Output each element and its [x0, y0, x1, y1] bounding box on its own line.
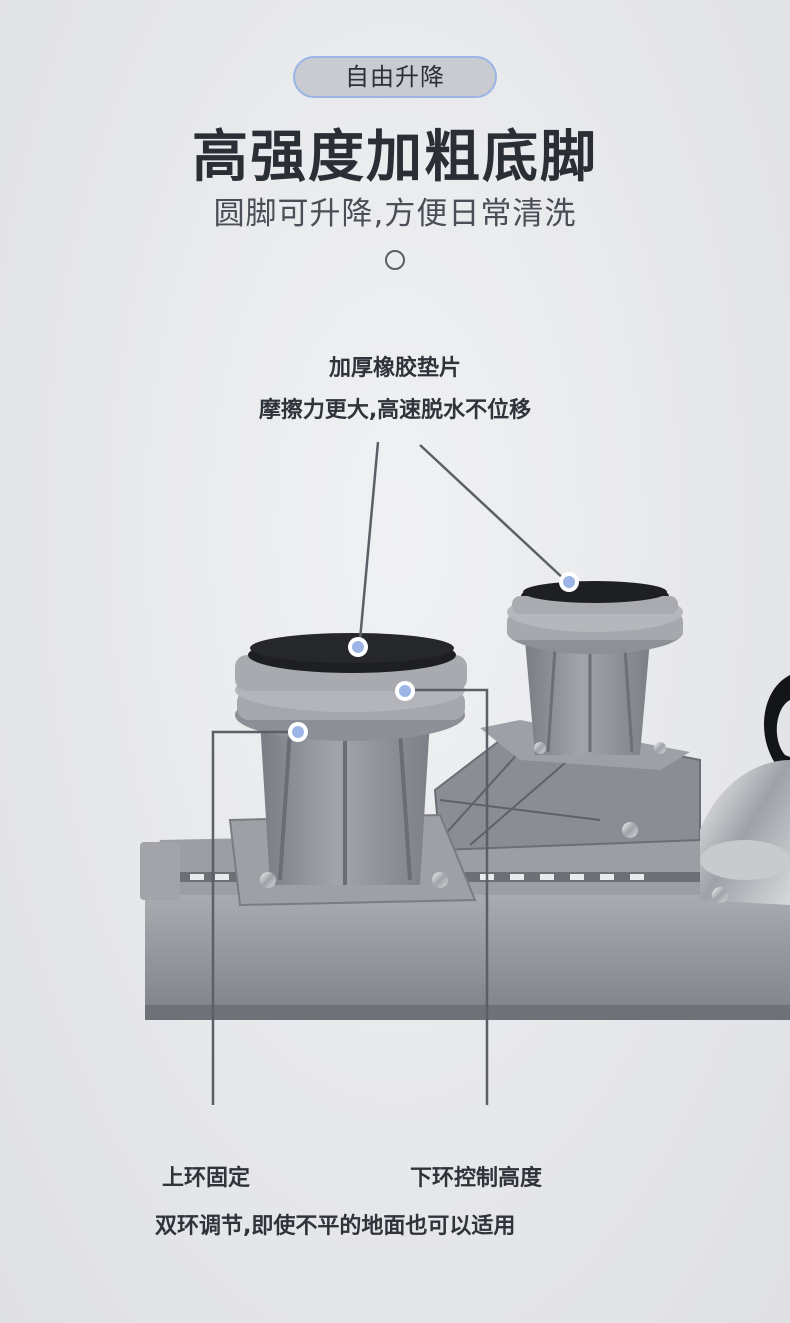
ring-divider-icon [385, 250, 405, 270]
feature-badge: 自由升降 [293, 56, 497, 98]
lower-ring-label: 下环控制高度 [410, 1166, 543, 1191]
left-foot [228, 633, 477, 907]
rubber-pad-desc: 摩擦力更大,高速脱水不位移 [258, 398, 532, 423]
rubber-pad-title: 加厚橡胶垫片 [328, 356, 461, 381]
callout-dots [288, 572, 579, 742]
callout-lines [211, 441, 566, 1105]
right-foot [480, 581, 690, 770]
wheel-and-joint [622, 675, 790, 905]
dual-ring-caption: 双环调节,即使不平的地面也可以适用 [155, 1214, 516, 1239]
page-subtitle: 圆脚可升降,方便日常清洗 [213, 196, 577, 232]
page-title: 高强度加粗底脚 [192, 125, 598, 190]
upper-ring-label: 上环固定 [162, 1166, 251, 1191]
